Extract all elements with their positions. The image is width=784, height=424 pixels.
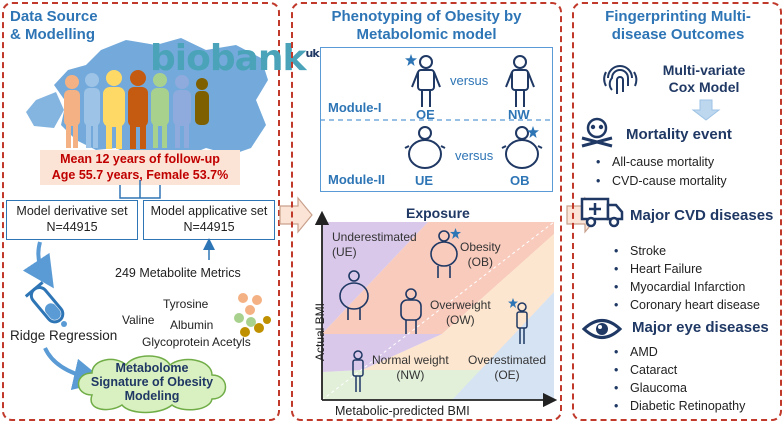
molecule-icon bbox=[234, 293, 271, 337]
figure-ob-icon bbox=[430, 230, 458, 278]
outcomes-title: Fingerprinting Multi- disease Outcomes bbox=[605, 8, 751, 43]
class-ob-label: Obesity (OB) bbox=[460, 240, 501, 269]
star-icon bbox=[450, 228, 461, 239]
x-axis-label: Metabolic-predicted BMI bbox=[335, 404, 470, 418]
ambulance-icon bbox=[580, 197, 624, 228]
cvd-item: Stroke bbox=[614, 244, 666, 258]
ridge-regression-label: Ridge Regression bbox=[10, 328, 118, 343]
module-2-versus: versus bbox=[455, 148, 494, 163]
population-people-icon bbox=[64, 70, 209, 149]
class-ue-label: Underestimated (UE) bbox=[332, 230, 417, 259]
derivative-set-box: Model derivative set N=44915 bbox=[6, 200, 138, 240]
down-arrow bbox=[691, 99, 721, 121]
module-2-label: Module-II bbox=[328, 172, 386, 187]
cox-model-label: Multi-variate Cox Model bbox=[662, 62, 746, 95]
left-connectors bbox=[22, 180, 215, 391]
y-axis-label: Actual BMI bbox=[313, 302, 327, 362]
eye-header: Major eye diseases bbox=[632, 319, 769, 336]
cvd-item: Heart Failure bbox=[614, 262, 702, 276]
star-icon bbox=[527, 126, 539, 138]
exposure-title: Exposure bbox=[406, 205, 470, 221]
metabolite-metrics-label: 249 Metabolite Metrics bbox=[115, 266, 241, 280]
metabolite-albumin: Albumin bbox=[170, 318, 214, 332]
signature-cloud bbox=[77, 355, 227, 414]
person-nw-icon bbox=[505, 55, 535, 107]
class-nw-label: Normal weight (NW) bbox=[372, 353, 449, 382]
figure-ue-icon bbox=[339, 270, 369, 320]
metabolite-glycoprotein-acetyls: Glycoprotein Acetyls bbox=[142, 335, 251, 349]
modules-divider bbox=[320, 119, 553, 121]
cvd-header: Major CVD diseases bbox=[630, 207, 774, 224]
eye-item: Diabetic Retinopathy bbox=[614, 399, 745, 413]
data-source-title: Data Source & Modelling bbox=[10, 8, 98, 43]
eye-item: Glaucoma bbox=[614, 381, 687, 395]
metabolite-valine: Valine bbox=[122, 313, 155, 327]
phenotyping-panel bbox=[291, 2, 562, 421]
skull-icon bbox=[581, 117, 613, 148]
mortality-item: All-cause mortality bbox=[596, 155, 714, 169]
class-ow-label: Overweight (OW) bbox=[430, 298, 491, 327]
signature-label: Metabolome Signature of Obesity Modeling bbox=[90, 361, 214, 403]
eye-icon bbox=[581, 319, 623, 339]
mortality-item: CVD-cause mortality bbox=[596, 174, 727, 188]
person-ue-icon bbox=[404, 126, 446, 169]
module-1-versus: versus bbox=[450, 73, 489, 88]
mortality-header: Mortality event bbox=[626, 126, 732, 143]
cvd-item: Coronary heart disease bbox=[614, 298, 760, 312]
person-ob-icon bbox=[501, 126, 543, 169]
fingerprint-icon bbox=[603, 65, 638, 94]
module-2-ue: UE bbox=[415, 173, 434, 188]
module-2-ob: OB bbox=[510, 173, 530, 188]
eye-item: Cataract bbox=[614, 363, 677, 377]
test-tube-icon bbox=[24, 281, 67, 327]
phenotyping-title: Phenotyping of Obesity by Metabolomic mo… bbox=[331, 8, 522, 43]
figure-oe-icon bbox=[516, 302, 528, 344]
outcomes-panel bbox=[572, 2, 782, 421]
arrow-left-to-middle bbox=[279, 196, 313, 234]
exposure-axes bbox=[314, 210, 558, 408]
module-1-nw: NW bbox=[508, 107, 530, 122]
star-icon bbox=[508, 298, 518, 308]
followup-line-2: Age 55.7 years, Female 53.7% bbox=[51, 168, 229, 182]
figure-ow-icon bbox=[400, 288, 422, 334]
eye-item: AMD bbox=[614, 345, 658, 359]
data-source-panel bbox=[2, 2, 280, 421]
cvd-item: Myocardial Infarction bbox=[614, 280, 745, 294]
module-1-oe: OE bbox=[416, 107, 435, 122]
class-oe-label: Overestimated (OE) bbox=[468, 353, 547, 382]
followup-banner: Mean 12 years of follow-up Age 55.7 year… bbox=[40, 150, 240, 185]
star-icon bbox=[405, 54, 417, 66]
person-oe-icon bbox=[411, 55, 441, 107]
module-1-label: Module-I bbox=[328, 100, 382, 115]
figure-nw-icon bbox=[352, 350, 364, 392]
followup-line-1: Mean 12 years of follow-up bbox=[60, 152, 220, 166]
biobank-logo: biobankuk bbox=[150, 38, 320, 79]
metabolite-tyrosine: Tyrosine bbox=[163, 297, 209, 311]
applicative-set-box: Model applicative set N=44915 bbox=[143, 200, 275, 240]
